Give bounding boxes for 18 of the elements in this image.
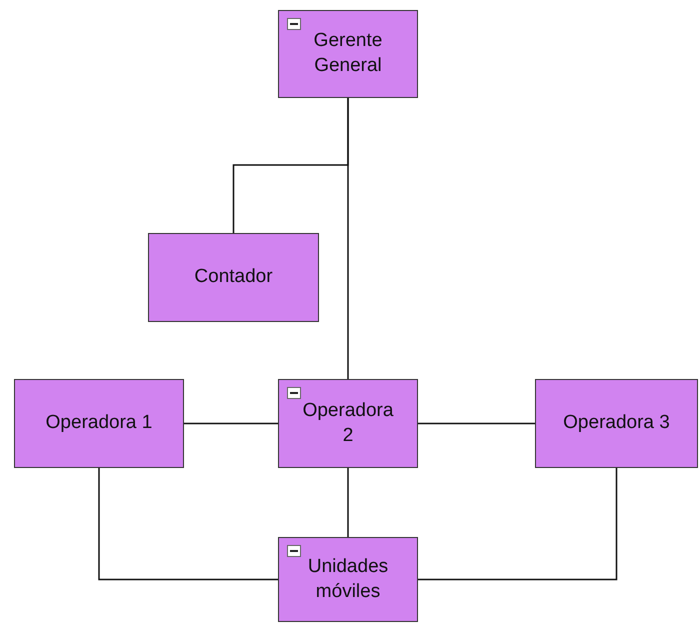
org-box: [278, 10, 418, 98]
org-box: [14, 379, 184, 468]
org-box: [278, 537, 418, 622]
box-label: Gerente General: [312, 29, 384, 78]
box-label: Contador: [194, 265, 273, 290]
box-label: Unidades móviles: [306, 554, 390, 604]
connector-line: [347, 98, 349, 379]
org-box: [148, 233, 319, 322]
box-label: Operadora 2: [302, 398, 394, 448]
org-box: [278, 379, 418, 468]
connector-line: [184, 422, 278, 424]
connector-line: [347, 468, 349, 537]
box-label: Operadora 1: [46, 411, 152, 436]
connector-line: [98, 468, 278, 580]
connector-line: [418, 422, 535, 424]
connector-line: [418, 468, 618, 580]
box-label: Operadora 3: [563, 411, 670, 436]
org-box: [535, 379, 698, 468]
